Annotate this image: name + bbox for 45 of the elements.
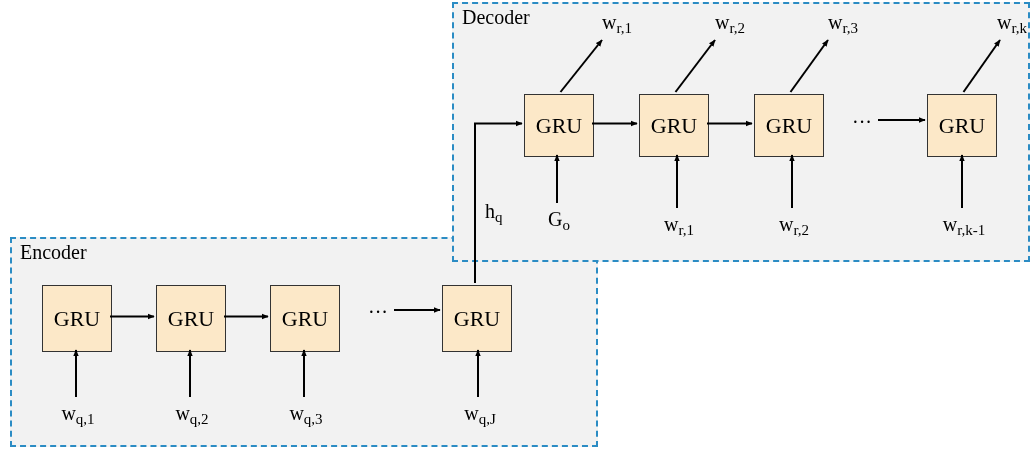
input-label: w$_{q,1}$ [50,399,106,427]
arrow [559,39,603,93]
gru-box: GRU [156,285,226,352]
input-label: w$_{r,2}$ [764,210,824,238]
gru-box: GRU [754,94,824,157]
arrow [877,117,926,123]
arrow [962,39,1001,93]
output-label: w$_{r,2}$ [703,8,757,36]
gru-box: GRU [639,94,709,157]
gru-box: GRU [42,285,112,352]
input-label: w$_{q,3}$ [278,399,334,427]
arrow [554,154,560,204]
gru-box: GRU [524,94,594,157]
gru-box: GRU [927,94,997,157]
arrow [674,154,680,209]
ellipsis: ··· [844,110,880,134]
arrow [187,349,193,398]
region-title: Encoder [20,240,87,265]
input-label: w$_{q,2}$ [164,399,220,427]
output-label: w$_{r,1}$ [590,8,644,36]
arrow [475,349,481,398]
arrow [73,349,79,398]
arrow [706,120,753,127]
arrow [789,154,795,209]
input-label: G$_{o}$ [534,205,584,233]
gru-box: GRU [442,285,512,352]
arrow [474,120,523,284]
input-label: w$_{q,J}$ [448,399,512,427]
arrow [591,120,638,127]
arrow [223,313,269,320]
output-label: w$_{r,3}$ [816,8,870,36]
ellipsis: ··· [360,300,396,324]
dashed-region [452,2,1030,262]
arrow [959,154,965,209]
arrow [789,39,829,93]
input-label: w$_{r,1}$ [649,210,709,238]
input-label: w$_{r,k-1}$ [932,210,996,238]
output-label: w$_{r,k}$ [988,8,1035,36]
gru-box: GRU [270,285,340,352]
dashed-region [10,237,598,447]
arrow [674,39,716,93]
arrow [301,349,307,398]
region-title: Decoder [462,5,530,30]
arrow [393,307,441,313]
arrow [109,313,155,320]
